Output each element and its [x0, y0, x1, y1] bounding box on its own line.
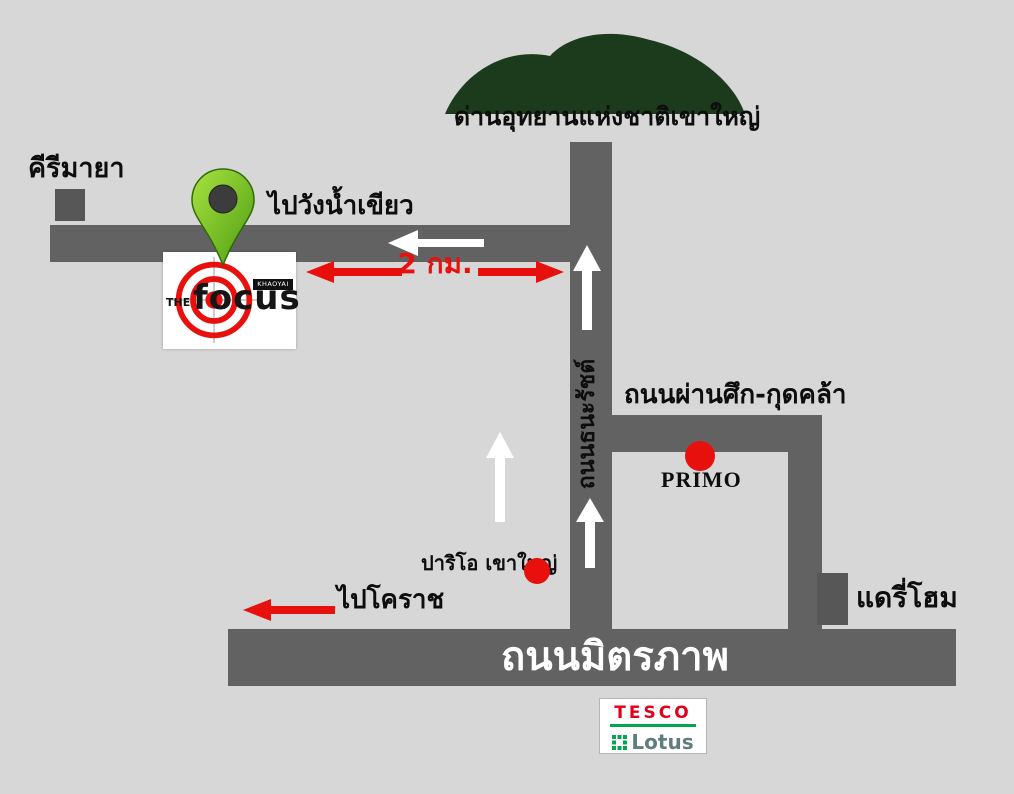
thanarat-road-label: ถนนธนะรัชต์ [574, 358, 600, 490]
korat-label: ไปโคราช [337, 585, 445, 615]
road-phan-suek-branch [612, 415, 822, 452]
arrow-up-white-icon [573, 245, 601, 330]
distance-label: 2 กม. [397, 247, 473, 280]
lotus-wordmark: Lotus [631, 730, 694, 754]
dairy-home-label: แดรี่โฮม [856, 581, 958, 614]
location-pin-icon [191, 168, 255, 267]
wang-nam-khiao-label: ไปวังน้ำเขียว [268, 191, 414, 221]
mountain-icon [445, 33, 745, 114]
phan-suek-road-label: ถนนผ่านศึก-กุดคล้า [624, 380, 847, 410]
road-thanarat-vertical [570, 142, 612, 662]
park-checkpoint-label: ด่านอุทยานแห่งชาติเขาใหญ่ [453, 102, 761, 131]
tesco-underline [610, 724, 696, 727]
arrow-up-white-icon [576, 498, 604, 568]
arrow-up-white-icon [486, 432, 514, 522]
tesco-lotus-logo: TESCO Lotus [599, 698, 707, 754]
kirimaya-marker [55, 189, 85, 221]
tesco-wordmark: TESCO [614, 703, 692, 723]
primo-marker [685, 441, 715, 471]
kirimaya-label: คีรีมายา [28, 153, 125, 184]
focus-logo-the: THE [166, 296, 191, 309]
pario-marker [524, 558, 550, 584]
lotus-flower-icon [612, 734, 628, 750]
pario-label: ปาริโอ เขาใหญ่ [421, 551, 558, 575]
primo-label: PRIMO [661, 467, 742, 492]
arrow-left-white-icon [388, 230, 484, 256]
arrow-left-red-icon [243, 599, 335, 621]
road-right-vertical [788, 415, 822, 663]
focus-khaoyai-logo: THE focus KHAOYAI [163, 252, 300, 349]
arrow-double-red-icon [306, 261, 564, 283]
mittraphap-road-label: ถนนมิตรภาพ [501, 634, 729, 680]
road-top-horizontal [50, 225, 612, 262]
dairy-home-marker [817, 573, 848, 625]
target-bullseye-icon [171, 257, 257, 343]
focus-logo-region: KHAOYAI [253, 279, 293, 290]
road-mittraphap-horizontal [228, 629, 956, 686]
